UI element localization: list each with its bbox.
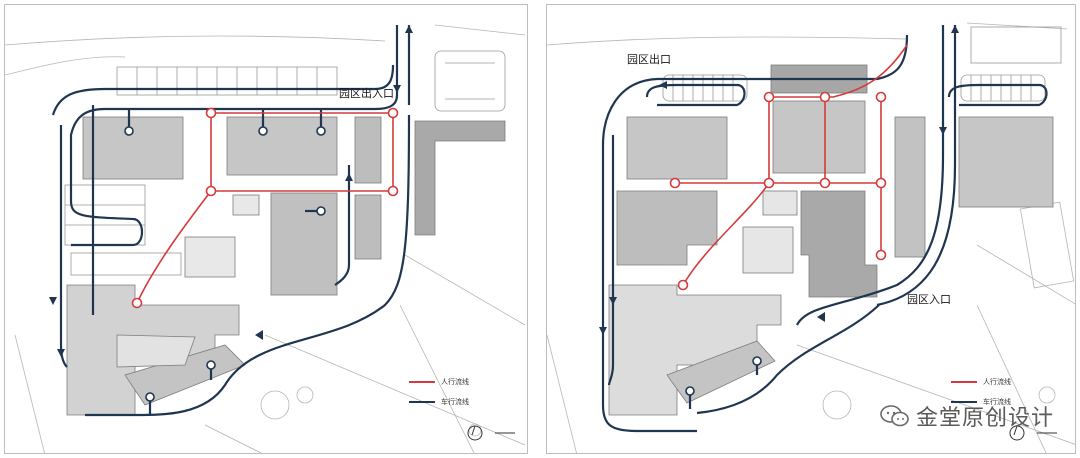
vehicle-line-swatch	[409, 401, 435, 403]
park-entrance-label: 园区入口	[907, 293, 951, 306]
site-plan-right-drawing	[547, 22, 1075, 453]
legend-pedestrian: 人行流线	[951, 375, 1011, 389]
vehicle-route-nodes	[685, 356, 762, 396]
legend-vehicle-label: 车行流线	[441, 398, 469, 406]
pedestrian-line-swatch	[409, 381, 435, 383]
vehicle-arrows	[599, 25, 959, 335]
pedestrian-route-nodes	[131, 107, 399, 309]
legend: 人行流线 车行流线	[409, 375, 469, 409]
vehicle-route-nodes	[124, 126, 326, 402]
parking-rows	[662, 26, 1062, 102]
legend-vehicle-label: 车行流线	[983, 398, 1011, 406]
legend: 人行流线 车行流线	[951, 375, 1011, 409]
site-plan-right: 园区出口 园区入口 人行流线 车行流线	[546, 4, 1076, 454]
legend-vehicle: 车行流线	[409, 395, 469, 409]
site-plan-left-drawing	[5, 24, 526, 453]
vehicle-routes	[601, 25, 1048, 433]
legend-pedestrian: 人行流线	[409, 375, 469, 389]
park-entrance-exit-label: 园区出入口	[339, 87, 394, 100]
vehicle-arrows	[49, 25, 413, 357]
buildings	[66, 116, 506, 416]
legend-pedestrian-label: 人行流线	[441, 378, 469, 386]
watermark-text: 金堂原创设计	[915, 406, 1054, 431]
legend-pedestrian-label: 人行流线	[983, 378, 1011, 386]
pedestrian-route-nodes	[669, 91, 887, 291]
vehicle-line-swatch	[951, 401, 977, 403]
north-arrow-icon	[1009, 425, 1057, 441]
pedestrian-line-swatch	[951, 381, 977, 383]
legend-vehicle: 车行流线	[951, 395, 1011, 409]
watermark: 金堂原创设计	[880, 400, 1054, 432]
park-exit-label: 园区出口	[627, 53, 671, 66]
pedestrian-routes	[675, 44, 908, 286]
wechat-icon	[880, 405, 909, 427]
buildings	[608, 64, 1054, 416]
site-plan-left: 园区出入口 人行流线 车行流线	[4, 4, 528, 454]
north-arrow-icon	[467, 425, 515, 441]
